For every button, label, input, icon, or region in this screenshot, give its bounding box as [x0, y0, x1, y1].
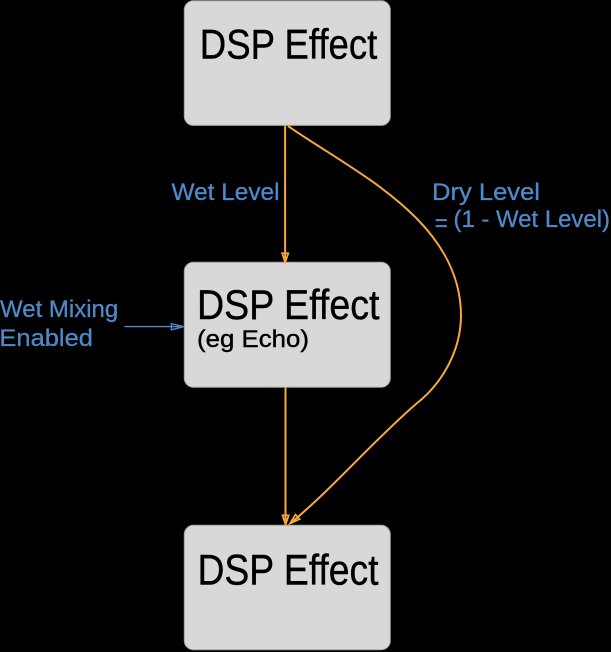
- svg-text:DSP Effect: DSP Effect: [197, 281, 380, 328]
- svg-text:Dry Level: Dry Level: [432, 179, 540, 206]
- svg-text:DSP Effect: DSP Effect: [200, 21, 378, 68]
- svg-text:Enabled: Enabled: [0, 325, 93, 352]
- svg-text:Wet Level: Wet Level: [172, 179, 280, 206]
- svg-text:DSP Effect: DSP Effect: [198, 546, 379, 594]
- svg-text:(eg Echo): (eg Echo): [197, 326, 309, 353]
- svg-text:=: =: [435, 210, 448, 237]
- svg-text:(1 - Wet Level): (1 - Wet Level): [454, 206, 611, 233]
- svg-text:Wet Mixing: Wet Mixing: [0, 296, 118, 323]
